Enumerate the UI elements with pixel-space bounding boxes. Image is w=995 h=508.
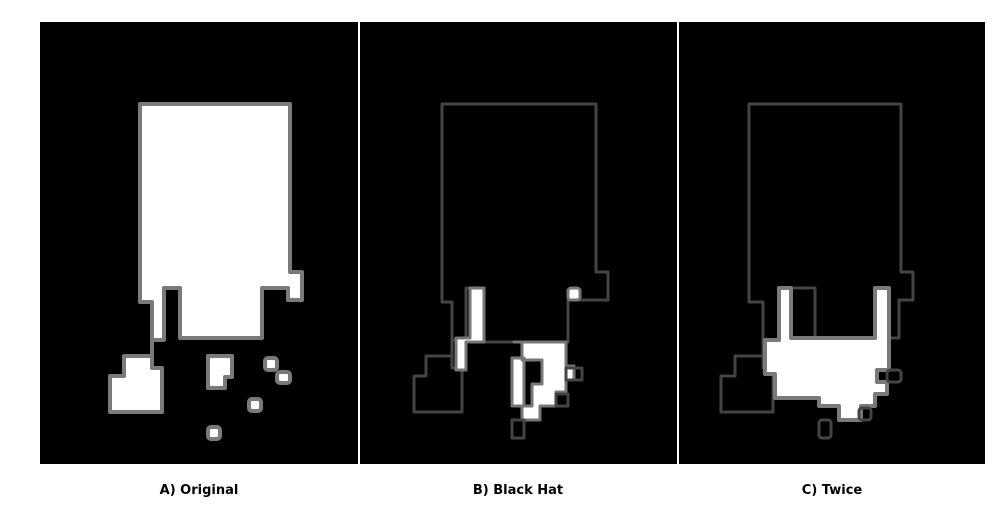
original-fragment-5 xyxy=(206,425,222,441)
black-hat-fragment-left xyxy=(454,286,486,372)
black-hat-outline-small xyxy=(510,366,584,440)
caption-original: A) Original xyxy=(159,483,239,498)
original-shape xyxy=(108,102,304,441)
black-hat-fragment-center xyxy=(510,340,576,422)
original-fragment-2 xyxy=(263,356,279,372)
black-hat-fragment-top-right xyxy=(566,286,582,302)
caption-black-hat: B) Black Hat xyxy=(472,483,564,498)
twice-fragment-small-2 xyxy=(885,368,903,384)
twice-fragment-main xyxy=(763,286,891,422)
original-fragment-3 xyxy=(275,370,292,385)
panel-black-hat xyxy=(360,22,677,464)
twice-fragment-bottom xyxy=(817,418,833,440)
original-main-blob xyxy=(108,102,304,414)
panel-original xyxy=(40,22,358,464)
original-fragment-1 xyxy=(206,354,234,390)
original-fragment-4 xyxy=(247,397,263,413)
caption-twice: C) Twice xyxy=(801,483,863,498)
panel-twice xyxy=(679,22,985,464)
twice-fragment-small-1 xyxy=(857,406,873,422)
black-hat-outline xyxy=(412,102,610,414)
twice-shape xyxy=(719,102,915,440)
black-hat-shape xyxy=(412,102,610,440)
